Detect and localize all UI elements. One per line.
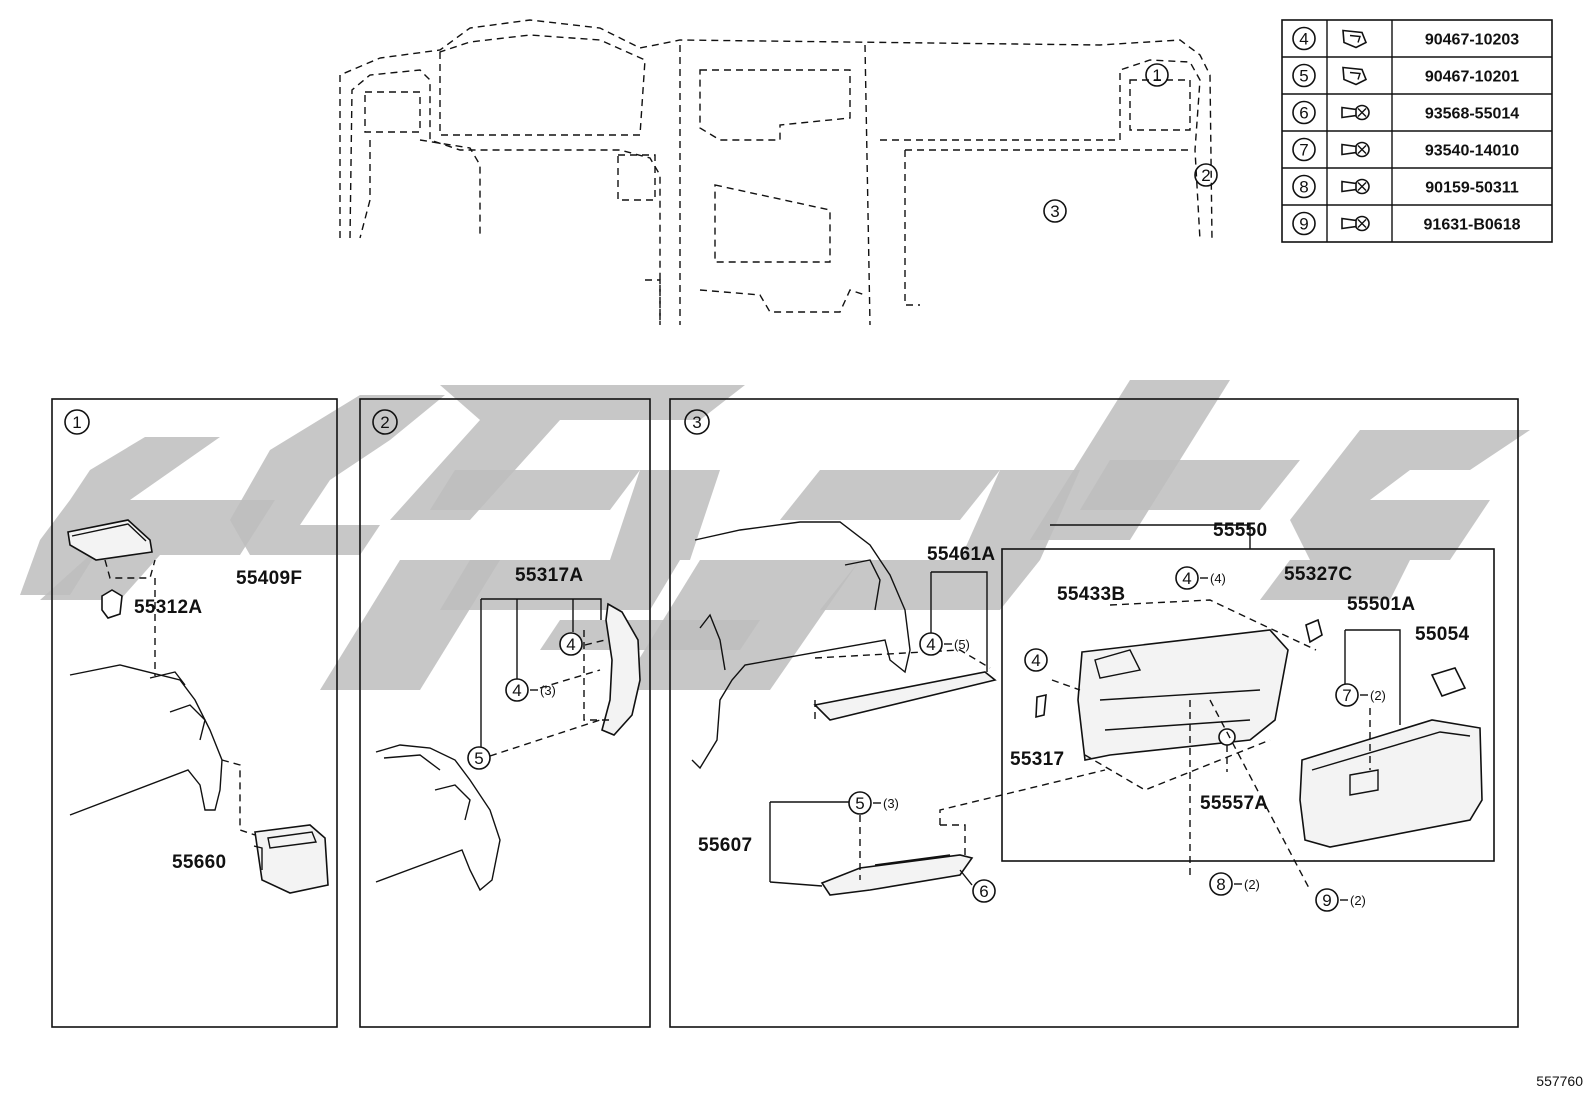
overview-callouts: 1 2 3 [1043,63,1218,223]
fastener-ref: 5 [1299,67,1308,86]
fastener-callout: 5 [467,746,491,770]
fastener-ref: 7 [1299,141,1308,160]
part-label-55317: 55317 [1010,749,1064,770]
callout-quantity: (3) [883,796,899,811]
callout-ref: 5 [855,794,864,813]
fastener-callout: 6 [972,879,996,903]
panel-3-callout: 3 [692,413,701,432]
fastener-ref: 8 [1299,178,1308,197]
screw-icon [1341,141,1370,158]
overview-callout-1: 1 [1152,66,1161,85]
fastener-row: 4 90467-10203 [1292,26,1519,51]
fastener-ref: 4 [1299,30,1308,49]
fastener-callout: 4 [1024,648,1048,672]
part-label-55557A: 55557A [1200,793,1268,814]
fastener-callout: 8 (2) [1209,872,1260,896]
fastener-part-number: 93540-14010 [1425,143,1519,160]
screw-icon [1341,104,1370,121]
callout-ref: 4 [566,635,575,654]
callout-ref: 4 [512,681,521,700]
part-label-55550: 55550 [1213,520,1267,541]
callout-ref: 4 [1031,651,1040,670]
callout-ref: 4 [1182,569,1191,588]
callout-quantity: (3) [540,683,556,698]
panel-3-frame [669,398,1519,1028]
watermark-logo [20,380,1530,690]
panel-1-drawing [67,519,329,894]
panel-2-drawing [375,598,641,892]
part-label-55054: 55054 [1415,624,1469,645]
part-label-55660: 55660 [172,852,226,873]
labels-layer: 55409F 55312A 55660 55317A 55461A 55550 55433B… [134,520,1469,912]
fastener-part-number: 90467-10201 [1425,69,1519,86]
panel-callouts: 1 2 3 [64,409,710,435]
panel-3-drawing [691,521,1483,896]
fastener-ref: 6 [1299,104,1308,123]
callout-quantity: (2) [1370,688,1386,703]
fastener-callout: 4 (3) [505,678,556,702]
fastener-part-number: 91631-B0618 [1424,217,1521,234]
fastener-table: 4 90467-10203 5 90467-10201 6 93568-55014 7 935… [1281,19,1553,243]
fastener-callout: 9 (2) [1315,888,1366,912]
part-label-55409F: 55409F [236,568,302,589]
callout-quantity: (5) [954,637,970,652]
fastener-callout: 4 (4) [1175,566,1226,590]
clip-icon [1342,29,1368,49]
assembly-55550-frame [1001,548,1495,862]
fastener-callout: 5 (3) [848,791,899,815]
callout-ref: 7 [1342,686,1351,705]
fastener-part-number: 90467-10203 [1425,32,1519,49]
part-label-55607: 55607 [698,835,752,856]
callout-ref: 5 [474,749,483,768]
fastener-part-number: 90159-50311 [1425,180,1519,197]
panel-1-frame [51,398,338,1028]
part-label-55501A: 55501A [1347,594,1415,615]
fastener-callout: 7 (2) [1335,683,1386,707]
screw-icon [1341,215,1370,232]
callout-quantity: (4) [1210,571,1226,586]
fastener-part-number: 93568-55014 [1425,106,1519,123]
fastener-row: 7 93540-14010 [1292,137,1519,162]
part-label-55312A: 55312A [134,597,202,618]
overview-callout-3: 3 [1050,202,1059,221]
part-label-55433B: 55433B [1057,584,1125,605]
part-label-55461A: 55461A [927,544,995,565]
panel-2-frame [359,398,651,1028]
overview-callout-2: 2 [1201,166,1210,185]
dashboard-overview [339,19,1213,326]
panel-1-callout: 1 [72,413,81,432]
callout-ref: 6 [979,882,988,901]
fastener-row: 6 93568-55014 [1292,100,1519,125]
part-label-55327C: 55327C [1284,564,1352,585]
callout-quantity: (2) [1244,877,1260,892]
callout-quantity: (2) [1350,893,1366,908]
figure-id: 557760 [1536,1073,1583,1089]
fastener-callout: 4 [559,632,583,656]
callout-ref: 4 [926,635,935,654]
fastener-ref: 9 [1299,215,1308,234]
panel-2-callout: 2 [380,413,389,432]
fastener-callout: 4 (5) [919,632,970,656]
fastener-row: 9 91631-B0618 [1292,211,1521,236]
screw-icon [1341,178,1370,195]
clip-icon [1342,66,1368,86]
fastener-row: 5 90467-10201 [1292,63,1519,88]
callout-ref: 9 [1322,891,1331,910]
callout-ref: 8 [1216,875,1225,894]
fastener-row: 8 90159-50311 [1292,174,1519,199]
part-label-55317A: 55317A [515,565,583,586]
